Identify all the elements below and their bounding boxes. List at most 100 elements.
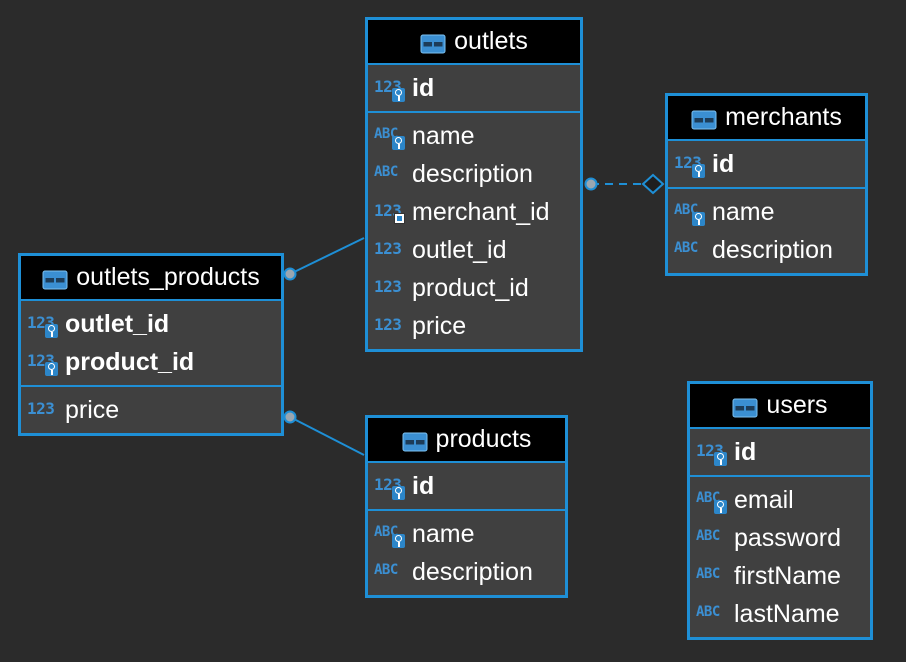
table-icon (402, 430, 428, 451)
table-header[interactable]: outlets (368, 20, 580, 65)
table-header[interactable]: products (368, 418, 565, 463)
relation-endpoint-circle (283, 410, 297, 424)
numeric-type-key-icon: 123 (374, 74, 408, 102)
type-label: 123 (374, 315, 402, 334)
numeric-type-key-icon: 123 (374, 472, 408, 500)
column-name: price (65, 395, 120, 424)
column-name: merchant_id (412, 197, 550, 226)
text-type-icon: ABC (674, 236, 708, 264)
relation-outlets-merchants[interactable] (584, 173, 665, 195)
column-name: description (412, 159, 533, 188)
column-name: firstName (734, 561, 841, 590)
column-name: name (412, 121, 475, 150)
column-price[interactable]: 123 price (368, 307, 580, 345)
column-name: id (412, 471, 435, 500)
type-label: ABC (696, 604, 720, 620)
numeric-type-key-icon: 123 (674, 150, 708, 178)
text-type-key-icon: ABC (696, 486, 730, 514)
text-type-key-icon: ABC (374, 122, 408, 150)
column-name: product_id (412, 273, 529, 302)
type-label: ABC (374, 562, 398, 578)
column-name: outlet_id (412, 235, 507, 264)
column-name: product_id (65, 347, 195, 376)
column-first-name[interactable]: ABC firstName (690, 557, 870, 595)
table-icon (420, 32, 446, 53)
table-header[interactable]: users (690, 384, 870, 429)
numeric-type-icon: 123 (27, 396, 61, 424)
key-icon (392, 534, 405, 548)
table-title: users (766, 391, 828, 419)
relation-endpoint-circle (584, 177, 598, 191)
column-last-name[interactable]: ABC lastName (690, 595, 870, 633)
table-title: outlets (454, 27, 528, 55)
text-type-icon: ABC (696, 524, 730, 552)
column-name: description (412, 557, 533, 586)
table-title: outlets_products (76, 263, 260, 291)
text-type-icon: ABC (374, 558, 408, 586)
key-icon (392, 486, 405, 500)
text-type-key-icon: ABC (374, 520, 408, 548)
text-type-icon: ABC (696, 600, 730, 628)
column-name: name (412, 519, 475, 548)
type-label: 123 (374, 239, 402, 258)
table-icon (732, 396, 758, 417)
foreign-key-icon (394, 213, 405, 224)
key-icon (392, 136, 405, 150)
relation-outlets-products-products[interactable] (283, 410, 365, 456)
text-type-icon: ABC (696, 562, 730, 590)
numeric-type-icon: 123 (374, 312, 408, 340)
type-label: ABC (674, 240, 698, 256)
relation-outlets-products-outlets[interactable] (283, 237, 365, 281)
column-outlet-id[interactable]: 123 outlet_id (368, 231, 580, 269)
table-icon (42, 268, 68, 289)
column-description[interactable]: ABC description (368, 553, 565, 591)
type-label: ABC (696, 566, 720, 582)
numeric-type-icon: 123 (374, 274, 408, 302)
column-name: lastName (734, 599, 840, 628)
numeric-type-key-icon: 123 (27, 348, 61, 376)
numeric-type-key-icon: 123 (27, 310, 61, 338)
table-header[interactable]: outlets_products (21, 256, 281, 301)
key-icon (692, 164, 705, 178)
column-product-id[interactable]: 123 product_id (368, 269, 580, 307)
key-icon (692, 212, 705, 226)
table-title: merchants (725, 103, 842, 131)
column-name: price (412, 311, 467, 340)
numeric-type-icon: 123 (374, 236, 408, 264)
type-label: 123 (374, 277, 402, 296)
column-name: id (412, 73, 435, 102)
table-header[interactable]: merchants (668, 96, 865, 141)
table-title: products (435, 425, 532, 453)
relation-endpoint-diamond (641, 173, 665, 195)
key-icon (714, 452, 727, 466)
column-name: id (712, 149, 735, 178)
key-icon (45, 324, 58, 338)
